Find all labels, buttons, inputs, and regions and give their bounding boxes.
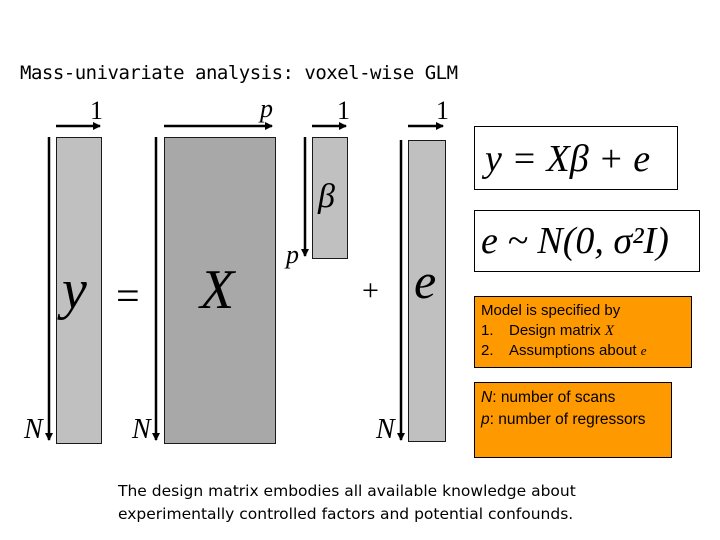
label-one-e: 1 (436, 96, 449, 125)
symbol-beta: β (318, 178, 335, 215)
X-matrix-bar (164, 137, 276, 444)
model-equation-box: y = Xβ + e (474, 126, 678, 190)
model-spec-box: Model is specified by 1.Design matrix X … (474, 296, 692, 368)
beta-vector-bar (312, 137, 348, 259)
model-spec-item-2: 2.Assumptions about e (481, 342, 647, 359)
symbol-e: e (414, 253, 437, 309)
symbol-y: y (62, 259, 87, 321)
label-p-top: p (260, 94, 273, 123)
y-vector-bar (56, 137, 102, 444)
label-one-y: 1 (90, 96, 103, 125)
def-N: N: number of scans (481, 389, 616, 406)
footer-caption: The design matrix embodies all available… (118, 480, 576, 526)
model-equation: y = Xβ + e (485, 138, 651, 180)
model-spec-heading: Model is specified by (481, 302, 621, 319)
label-p-side: p (286, 240, 299, 269)
symbol-X: X (200, 259, 235, 321)
page-title: Mass-univariate analysis: voxel-wise GLM (20, 62, 458, 84)
label-N-y: N (24, 414, 43, 445)
symbol-plus: + (362, 274, 379, 307)
symbol-equals: = (116, 274, 140, 320)
footer-line-1: The design matrix embodies all available… (118, 482, 576, 500)
definitions-box: N: number of scans p: number of regresso… (474, 382, 672, 458)
label-one-beta: 1 (337, 96, 350, 125)
model-spec-item-1: 1.Design matrix X (481, 322, 615, 339)
def-p: p: number of regressors (481, 411, 646, 428)
label-N-e: N (376, 414, 395, 445)
footer-line-2: experimentally controlled factors and po… (118, 505, 574, 523)
error-equation-box: e ~ N(0, σ²I) (474, 210, 700, 272)
error-equation: e ~ N(0, σ²I) (481, 220, 669, 262)
e-vector-bar (408, 140, 446, 442)
label-N-X: N (132, 414, 151, 445)
